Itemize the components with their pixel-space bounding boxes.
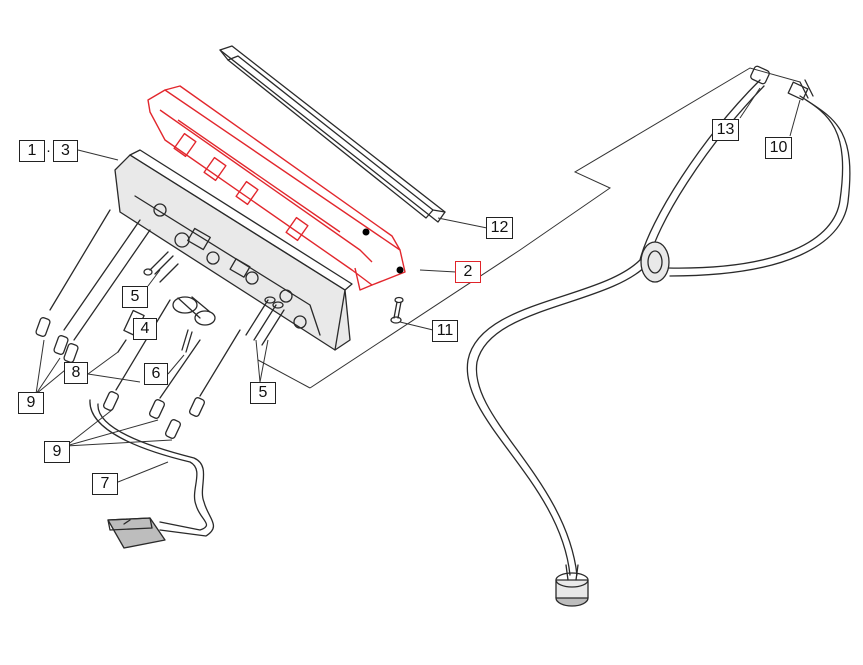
- callout-11[interactable]: 11: [432, 320, 458, 342]
- gasket-frame-part-12[interactable]: [219, 45, 446, 223]
- cable-fitting-part-10[interactable]: [750, 65, 814, 101]
- callout-2[interactable]: 2: [455, 261, 481, 283]
- cover-part-2[interactable]: [147, 85, 406, 291]
- meter-housing-part-1-3[interactable]: [114, 149, 353, 351]
- bulbs-part-9-left[interactable]: [35, 209, 151, 363]
- callout-10[interactable]: 10: [765, 137, 792, 159]
- wire-harness-part-7[interactable]: [89, 399, 215, 549]
- screw-part-11[interactable]: [390, 296, 404, 324]
- drive-unit-part-6[interactable]: [172, 296, 216, 353]
- screws-part-5-left[interactable]: [143, 251, 179, 283]
- speedometer-cable-part-13[interactable]: [466, 79, 851, 607]
- callout-5-lower[interactable]: 5: [250, 382, 276, 404]
- subassembly-boundary: [309, 67, 801, 389]
- bulbs-part-9-lower[interactable]: [103, 299, 241, 439]
- callout-4[interactable]: 4: [133, 318, 157, 340]
- callout-9-lower[interactable]: 9: [44, 441, 70, 463]
- callout-13[interactable]: 13: [712, 119, 739, 141]
- callout-separator: ·: [46, 142, 51, 159]
- callout-8[interactable]: 8: [64, 362, 88, 384]
- callout-5-upper[interactable]: 5: [122, 286, 148, 308]
- callout-6[interactable]: 6: [144, 363, 168, 385]
- subassembly-boundary-left: [257, 359, 311, 389]
- callout-12[interactable]: 12: [486, 217, 513, 239]
- leader-lines: [35, 87, 801, 483]
- screws-part-5-right[interactable]: [245, 296, 285, 346]
- callout-1[interactable]: 1: [19, 140, 45, 162]
- callout-9-left[interactable]: 9: [18, 392, 44, 414]
- callout-3[interactable]: 3: [53, 140, 78, 162]
- callout-7[interactable]: 7: [92, 473, 118, 495]
